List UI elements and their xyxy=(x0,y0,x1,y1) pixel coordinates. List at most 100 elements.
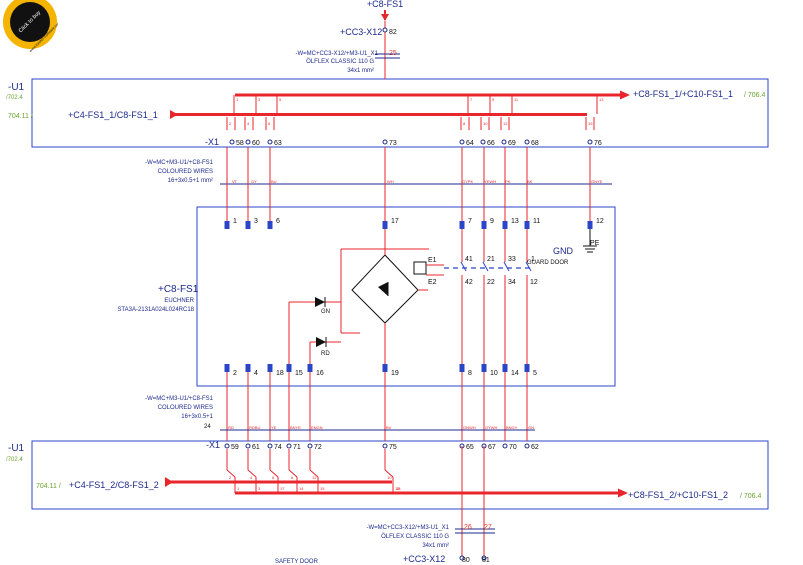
bus-num: 1 xyxy=(236,97,239,102)
bot-relay-diag xyxy=(288,469,298,478)
mid-cable-size: 16+3x0.5+1 mm² xyxy=(168,178,213,184)
terminal-block xyxy=(267,221,273,229)
contact-blade xyxy=(460,261,467,272)
terminal-block-bottom xyxy=(524,364,530,372)
contact-blade xyxy=(482,261,489,272)
safety-door-label: SAFETY DOOR xyxy=(275,559,319,565)
terminal-block xyxy=(224,221,230,229)
terminal-block-bottom xyxy=(459,364,465,372)
u1-top-right-signal: +C8-FS1_1/+C10-FS1_1 xyxy=(633,89,733,99)
u1-top-terminal-64: 64 xyxy=(466,140,474,147)
u1-bot-terminal-67: 67 xyxy=(488,444,496,451)
terminal-block xyxy=(382,221,388,229)
bottom-cable-type: ÖLFLEX CLASSIC 110 G xyxy=(381,533,449,540)
top-pin-82: 82 xyxy=(389,29,397,36)
low-color-GNWH: GNWH xyxy=(463,425,476,430)
terminal-block-bottom xyxy=(382,364,388,372)
u1-top-terminal-dot xyxy=(382,139,388,145)
u1-top-box xyxy=(31,78,769,148)
bus-num: 3 xyxy=(258,97,261,102)
u1-bot-terminal-dot xyxy=(224,443,230,449)
mid-color-BK: BK xyxy=(527,179,533,184)
u1-top-terminal-dot xyxy=(267,139,273,145)
device-part: STA3A-2131A024L024RC18 xyxy=(117,307,194,313)
low-color-BV: BV xyxy=(386,425,392,430)
device-pin-6: 6 xyxy=(276,218,280,225)
u1-bot-terminal-dot xyxy=(524,443,530,449)
relay-num: 2 xyxy=(229,121,232,126)
top-cable-core: 25 xyxy=(389,50,397,57)
u1-top-terminal-dot xyxy=(524,139,530,145)
u1-bot-terminal-dot xyxy=(286,443,292,449)
u1-bot-ref: /702.4 xyxy=(6,457,23,463)
u1-bot-terminal-61: 61 xyxy=(252,444,260,451)
u1-bot-terminal-dot xyxy=(267,443,273,449)
bot-relay-num: 4 xyxy=(250,475,253,480)
low-color-ENGN: ENGN xyxy=(311,425,323,430)
relay-num: 10 xyxy=(483,121,488,126)
supply-arrow-head xyxy=(381,14,389,21)
u1-bot-right-ref: / 706.4 xyxy=(740,493,762,500)
bot-relay-num: 2 xyxy=(229,475,232,480)
terminal-block xyxy=(459,221,465,229)
contact-top-41: 41 xyxy=(465,256,473,263)
relay-num: 4 xyxy=(247,121,250,126)
low-cable-type: COLOURED WIRES xyxy=(158,405,213,411)
pin-80-dot xyxy=(459,555,465,561)
terminal-block xyxy=(245,221,251,229)
bus-num: 7 xyxy=(470,97,473,102)
bot-bus-num: 13 xyxy=(395,486,400,491)
shopping-badge-icon[interactable]: Click to buy www.tracker-software.com xyxy=(0,0,58,58)
device-bottom-pin-10: 10 xyxy=(490,370,498,377)
bus-num: 9 xyxy=(492,97,495,102)
device-pin-17: 17 xyxy=(391,218,399,225)
device-bottom-pin-14: 14 xyxy=(511,370,519,377)
low-color-RD: RD xyxy=(228,425,234,430)
bottom-core-26: 26 xyxy=(464,524,472,531)
u1-top-terminal-60: 60 xyxy=(252,140,260,147)
mid-color-VT: VT xyxy=(232,179,238,184)
u1-top-terminal-dot xyxy=(229,139,235,145)
u1-top-terminal-69: 69 xyxy=(508,140,516,147)
bus-num: 5 xyxy=(279,97,282,102)
contact-bot-34: 34 xyxy=(508,279,516,286)
u1-top-terminal-dot xyxy=(501,139,507,145)
mid-cable-name: -W=MC+M3-U1/+C8-FS1 xyxy=(145,160,214,166)
mid-cable-type: COLOURED WIRES xyxy=(158,169,213,175)
pin-82-dot xyxy=(382,27,388,33)
bot-bus-num: 3 xyxy=(258,486,261,491)
contact-top-11-frag: 1 xyxy=(531,256,535,263)
u1-bot-terminal-dot xyxy=(307,443,313,449)
low-color-BNYE: BNYE xyxy=(290,425,301,430)
bot-bus-num: 17 xyxy=(280,486,285,491)
led-gn-icon xyxy=(315,297,325,307)
bot-bus-num: 14 xyxy=(299,486,304,491)
bot-relay-diag xyxy=(247,469,257,478)
device-pin-1: 1 xyxy=(233,218,237,225)
bot-relay-num: 8 xyxy=(272,475,275,480)
terminal-block-bottom xyxy=(224,364,230,372)
device-pin-11: 11 xyxy=(533,218,540,225)
bottom-cc3-label: +CC3-X12 xyxy=(403,554,445,564)
u1-top-terminal-dot xyxy=(587,139,593,145)
led-rd-label: RD xyxy=(321,351,330,357)
u1-top-left-ref: 704.11 / xyxy=(8,113,33,120)
bot-relay-num: 10 xyxy=(387,475,392,480)
mid-color-BU: BU xyxy=(271,179,277,184)
u1-bot-terminal-dot xyxy=(245,443,251,449)
top-cc3-label: +CC3-X12 xyxy=(340,27,382,37)
led-gn-label: GN xyxy=(321,309,330,315)
device-pin-7: 7 xyxy=(468,218,472,225)
gnd-label: GND xyxy=(553,246,574,256)
u1-bot-x1-label: -X1 xyxy=(206,440,220,450)
terminal-block xyxy=(502,221,508,229)
low-cable-size: 16+3x0.5+1 xyxy=(181,414,213,420)
u1-top-label: -U1 xyxy=(8,82,25,93)
terminal-block-bottom xyxy=(502,364,508,372)
pin-81-dot xyxy=(481,555,487,561)
u1-bot-terminal-dot xyxy=(382,443,388,449)
u1-bot-terminal-dot xyxy=(502,443,508,449)
bottom-pin-81: 81 xyxy=(482,557,490,564)
